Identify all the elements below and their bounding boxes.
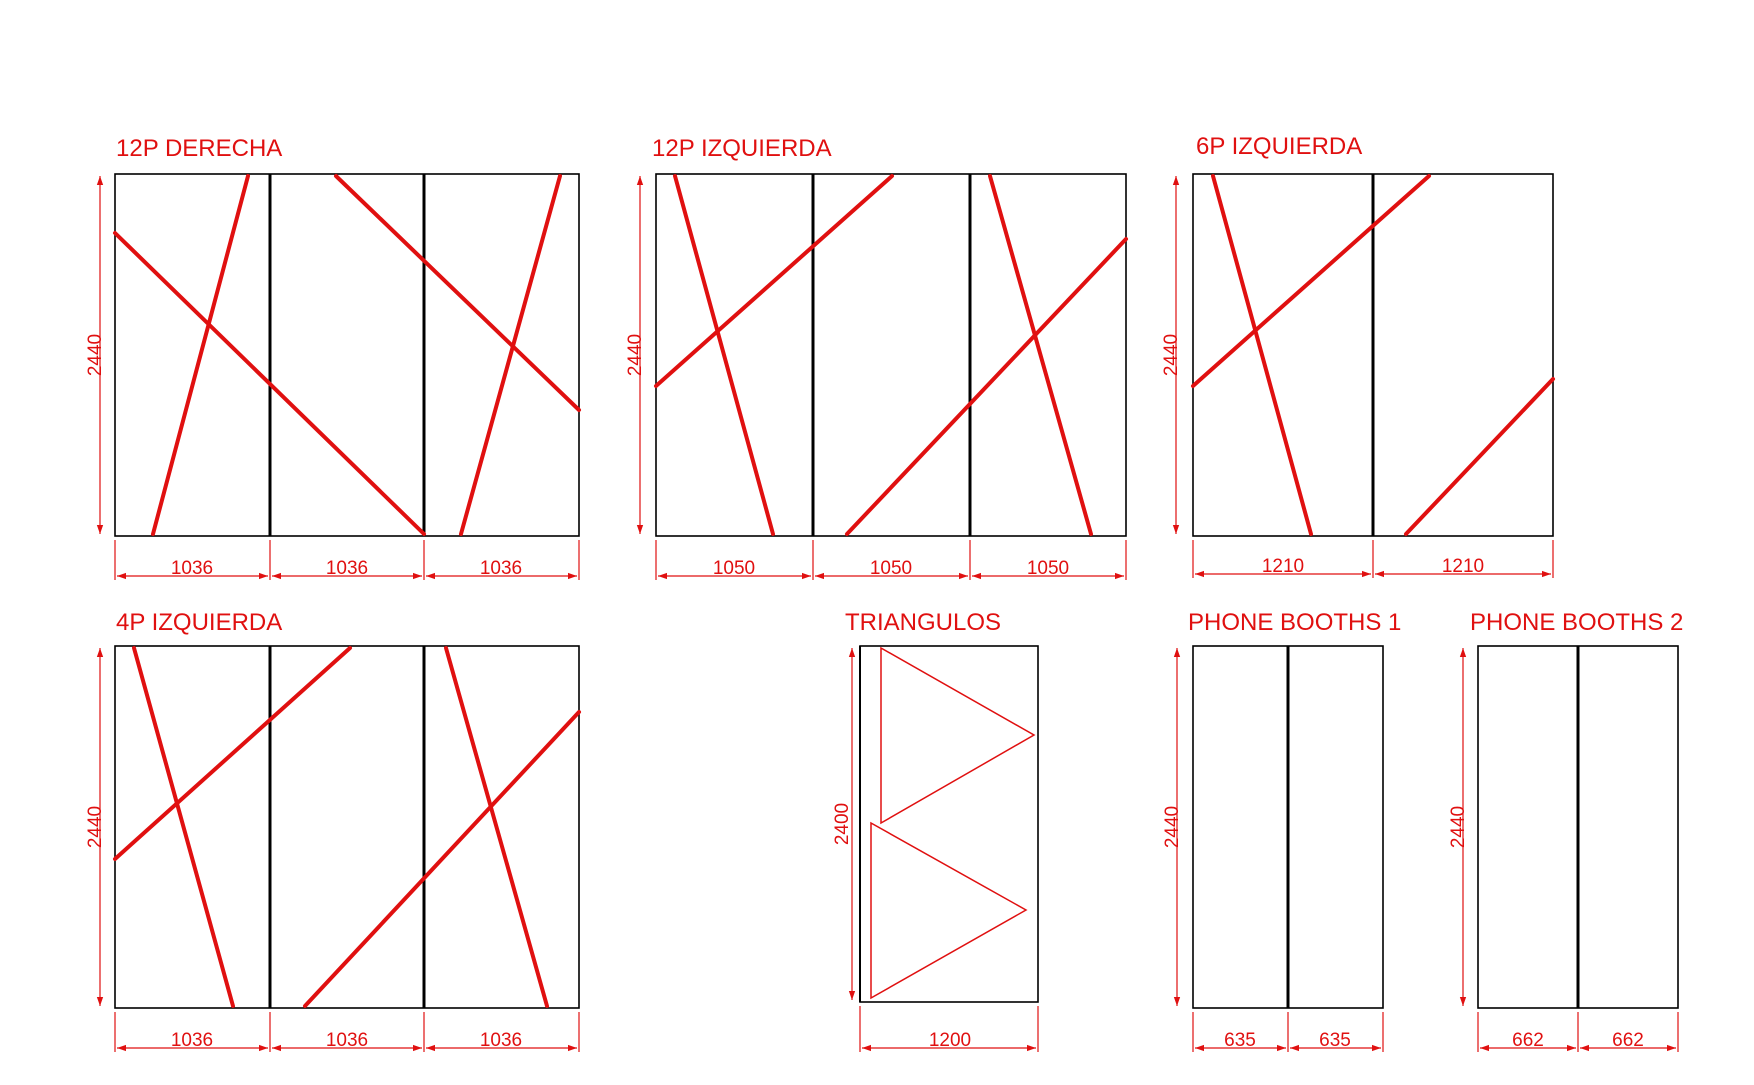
- red-diagonal-line: [303, 710, 581, 1008]
- width-label: 662: [1512, 1030, 1544, 1051]
- red-diagonal-line: [334, 174, 581, 412]
- red-diagonal-line: [113, 646, 352, 861]
- panel-frame: [114, 173, 580, 537]
- width-label: 635: [1224, 1030, 1256, 1051]
- panel-title: 12P IZQUIERDA: [652, 135, 832, 162]
- width-label: 1050: [713, 558, 755, 579]
- panel-title: 6P IZQUIERDA: [1196, 133, 1362, 160]
- height-label: 2440: [1161, 334, 1182, 376]
- width-label: 662: [1612, 1030, 1644, 1051]
- height-label: 2440: [625, 334, 646, 376]
- red-diagonal-line: [988, 174, 1093, 536]
- panel-frame: [655, 173, 1127, 537]
- panel-title: PHONE BOOTHS 2: [1470, 609, 1683, 636]
- red-diagonal-line: [1211, 174, 1313, 536]
- red-diagonal-line: [459, 174, 562, 536]
- width-label: 1210: [1262, 556, 1304, 577]
- height-label: 2440: [1448, 806, 1469, 848]
- triangle-shape: [870, 821, 1028, 1000]
- red-diagonal-line: [673, 174, 775, 536]
- red-diagonal-line: [654, 174, 894, 388]
- panel-title: PHONE BOOTHS 1: [1188, 609, 1401, 636]
- panel-frame: [859, 645, 1039, 1003]
- red-diagonal-line: [132, 646, 235, 1008]
- height-label: 2400: [832, 803, 853, 845]
- panel-title: 4P IZQUIERDA: [116, 609, 282, 636]
- width-label: 1050: [1027, 558, 1069, 579]
- panel-12p-izquierda: 12P IZQUIERDA 2440 1050 1050 1050: [625, 135, 1128, 580]
- height-label: 2440: [85, 334, 106, 376]
- width-label: 1210: [1442, 556, 1484, 577]
- width-label: 1200: [929, 1030, 971, 1051]
- panel-4p-izquierda: 4P IZQUIERDA 2440 1036 1036 1036: [85, 609, 581, 1052]
- panel-title: TRIANGULOS: [845, 609, 1001, 636]
- panel-phone-booths-1: PHONE BOOTHS 1 2440 635 635: [1162, 609, 1401, 1052]
- height-label: 2440: [1162, 806, 1183, 848]
- panel-6p-izquierda: 6P IZQUIERDA 2440 1210 1210: [1161, 133, 1555, 578]
- width-label: 1036: [326, 558, 368, 579]
- width-label: 1036: [480, 1030, 522, 1051]
- red-diagonal-line: [1191, 174, 1431, 388]
- panel-frame: [114, 645, 580, 1009]
- red-diagonal-line: [113, 231, 426, 536]
- panel-title: 12P DERECHA: [116, 135, 282, 162]
- height-label: 2440: [85, 806, 106, 848]
- red-diagonal-line: [151, 174, 250, 536]
- width-label: 1036: [480, 558, 522, 579]
- width-label: 1036: [171, 1030, 213, 1051]
- panel-12p-derecha: 12P DERECHA 2440 1036 1036 1036: [85, 135, 581, 580]
- panel-triangulos: TRIANGULOS 2400 1200: [832, 609, 1039, 1052]
- width-label: 635: [1319, 1030, 1351, 1051]
- red-diagonal-line: [1404, 377, 1555, 536]
- width-label: 1036: [171, 558, 213, 579]
- width-label: 1036: [326, 1030, 368, 1051]
- red-diagonal-line: [444, 646, 549, 1008]
- panel-phone-booths-2: PHONE BOOTHS 2 2440 662 662: [1448, 609, 1683, 1052]
- width-label: 1050: [870, 558, 912, 579]
- red-diagonal-line: [845, 237, 1128, 536]
- triangle-shape: [880, 646, 1036, 825]
